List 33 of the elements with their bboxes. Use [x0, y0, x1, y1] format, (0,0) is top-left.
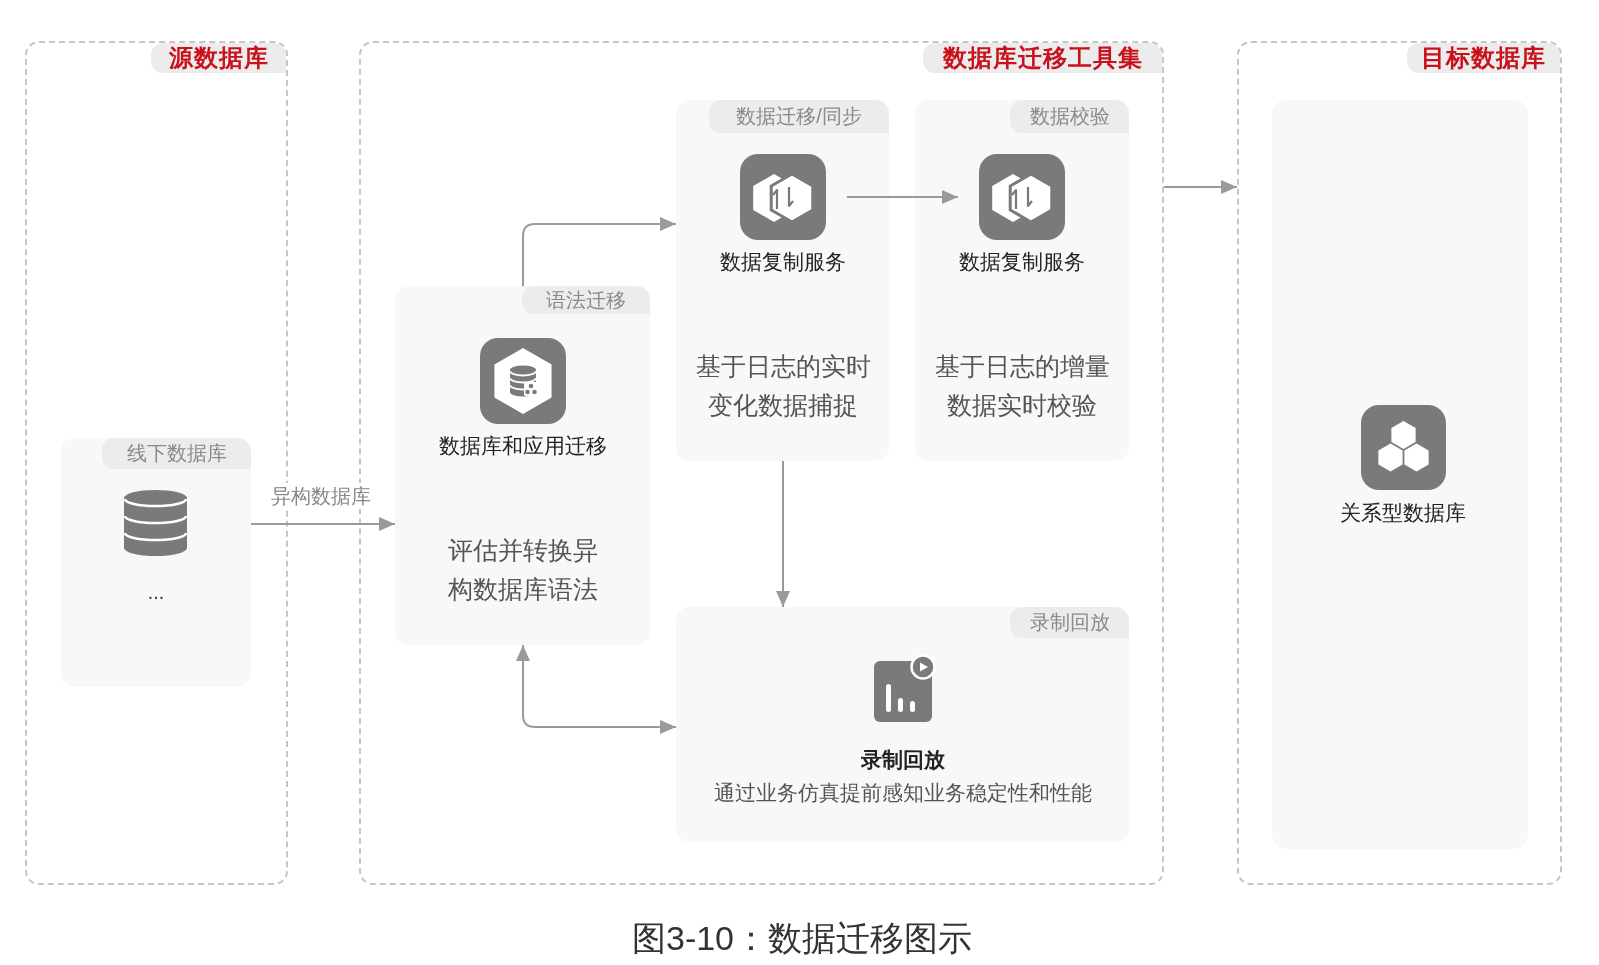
content-card	[1272, 100, 1528, 849]
arrow	[522, 217, 677, 287]
section-tab: 目标数据库	[1407, 43, 1560, 73]
card-tab: 语法迁移	[522, 286, 650, 314]
description-text: 基于日志的实时变化数据捕捉	[695, 352, 871, 421]
card-tab: 录制回放	[1010, 607, 1129, 638]
content-card	[395, 286, 650, 645]
card-tab: 数据迁移/同步	[709, 100, 889, 133]
service-name: 数据复制服务	[959, 249, 1085, 275]
arrow	[776, 460, 790, 608]
content-card	[61, 438, 251, 687]
arrow	[516, 644, 677, 734]
arrow	[1163, 180, 1238, 194]
description-text: 基于日志的增量数据实时校验	[934, 352, 1110, 421]
content-card	[676, 100, 889, 461]
more-text: ...	[147, 580, 165, 605]
dashed-panel	[1237, 41, 1562, 885]
description-text: 通过业务仿真提前感知业务稳定性和性能	[714, 780, 1092, 806]
card-title: 录制回放	[861, 747, 945, 773]
section-tab: 源数据库	[151, 43, 286, 73]
service-name: 关系型数据库	[1340, 500, 1466, 526]
service-name: 数据库和应用迁移	[439, 433, 607, 459]
edge-label: 异构数据库	[268, 483, 374, 509]
description-text: 评估并转换异构数据库语法	[447, 536, 599, 605]
service-name: 数据复制服务	[720, 249, 846, 275]
card-tab: 线下数据库	[102, 438, 251, 469]
arrow	[250, 517, 396, 531]
content-card	[676, 607, 1129, 842]
arrow	[846, 190, 959, 204]
section-tab: 数据库迁移工具集	[923, 43, 1162, 73]
card-tab: 数据校验	[1010, 100, 1129, 133]
content-card	[915, 100, 1129, 461]
figure-caption: 图3-10：数据迁移图示	[631, 918, 973, 959]
